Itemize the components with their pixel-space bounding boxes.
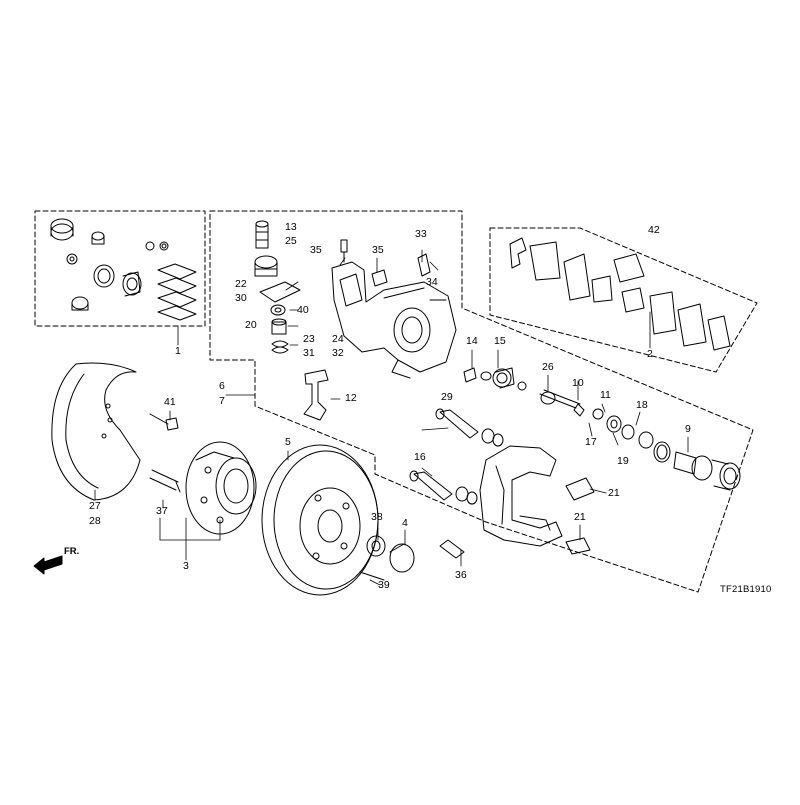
callout-24: 24 bbox=[332, 333, 344, 345]
callout-39: 39 bbox=[378, 579, 390, 591]
hub-nut-and-cap bbox=[366, 535, 415, 573]
callout-21-upper: 21 bbox=[608, 487, 620, 499]
pad-shims bbox=[565, 477, 595, 555]
callout-21-lower: 21 bbox=[574, 511, 586, 523]
callout-3: 3 bbox=[183, 560, 189, 572]
callout-10: 10 bbox=[572, 377, 584, 389]
leader-lines bbox=[94, 249, 689, 586]
callout-12: 12 bbox=[345, 392, 357, 404]
callout-38: 38 bbox=[371, 511, 383, 523]
callout-2: 2 bbox=[647, 348, 653, 360]
callout-16: 16 bbox=[414, 451, 426, 463]
callout-29: 29 bbox=[441, 391, 453, 403]
bolt-41 bbox=[149, 413, 179, 431]
callout-6: 6 bbox=[219, 380, 225, 392]
backing-plate bbox=[51, 362, 141, 501]
caliper-small-parts bbox=[254, 220, 431, 354]
brake-disc bbox=[261, 444, 385, 596]
callout-27: 27 bbox=[89, 500, 101, 512]
callout-11: 11 bbox=[600, 389, 611, 401]
callout-15: 15 bbox=[494, 335, 506, 347]
callout-28: 28 bbox=[89, 515, 101, 527]
callout-33: 33 bbox=[415, 228, 427, 240]
caliper-body bbox=[331, 261, 457, 379]
group-box-seal-kit bbox=[34, 210, 206, 327]
callout-35-right: 35 bbox=[372, 244, 384, 256]
brake-pads bbox=[509, 237, 731, 351]
callout-41: 41 bbox=[164, 396, 176, 408]
hub-bearing bbox=[149, 441, 257, 535]
group-box-caliper bbox=[209, 210, 754, 593]
pad-spring-clip bbox=[303, 369, 329, 421]
callout-34: 34 bbox=[426, 276, 438, 288]
callout-4: 4 bbox=[402, 517, 408, 529]
callout-26: 26 bbox=[542, 361, 554, 373]
callout-17: 17 bbox=[585, 436, 597, 448]
callout-19: 19 bbox=[617, 455, 629, 467]
piston-parts bbox=[463, 367, 741, 491]
callout-25: 25 bbox=[285, 235, 297, 247]
callout-35-left: 35 bbox=[310, 244, 322, 256]
callout-18: 18 bbox=[636, 399, 648, 411]
front-direction-label: FR. bbox=[64, 546, 80, 557]
callout-14: 14 bbox=[466, 335, 478, 347]
callout-9: 9 bbox=[685, 423, 691, 435]
callout-42: 42 bbox=[648, 224, 660, 236]
callout-30: 30 bbox=[235, 292, 247, 304]
bolt-36 bbox=[439, 539, 465, 559]
callout-5: 5 bbox=[285, 436, 291, 448]
callout-23: 23 bbox=[303, 333, 315, 345]
callout-13: 13 bbox=[285, 221, 297, 233]
callout-22: 22 bbox=[235, 278, 247, 290]
callout-20: 20 bbox=[245, 319, 257, 331]
callout-36: 36 bbox=[455, 569, 467, 581]
callout-1: 1 bbox=[175, 345, 181, 357]
seal-kit-parts bbox=[50, 218, 197, 321]
caliper-bracket bbox=[479, 445, 563, 547]
diagram-code: TF21B1910 bbox=[720, 584, 772, 595]
callout-32: 32 bbox=[332, 347, 344, 359]
guide-pins bbox=[409, 408, 504, 505]
front-direction-arrow bbox=[33, 555, 63, 575]
callout-31: 31 bbox=[303, 347, 315, 359]
callout-37: 37 bbox=[156, 505, 168, 517]
callout-40: 40 bbox=[297, 304, 309, 316]
callout-7: 7 bbox=[219, 395, 225, 407]
group-box-pads bbox=[489, 227, 758, 373]
